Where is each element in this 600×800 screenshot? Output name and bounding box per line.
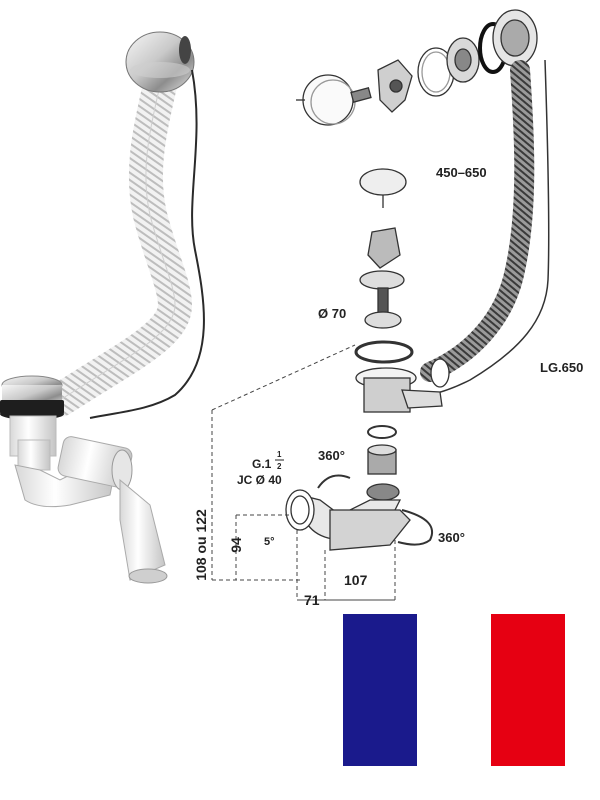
top-clip (317, 474, 351, 489)
product-photo (0, 31, 205, 584)
strainer-body (355, 358, 450, 413)
thread-den: 2 (277, 462, 282, 471)
cable (401, 59, 550, 398)
plug-plate (359, 270, 405, 290)
rotation-top-label: 360° (318, 448, 345, 463)
width-107-label: 107 (344, 572, 368, 588)
corrugated-hose (420, 60, 535, 382)
height-94-label: 94 (228, 537, 244, 553)
outlet-pipe (119, 478, 166, 581)
overflow-bracket (377, 59, 413, 113)
rotation-bottom-label: 360° (438, 530, 465, 545)
trap-elbow (285, 483, 411, 551)
width-71-label: 71 (304, 592, 320, 608)
flag-white-stripe (417, 614, 491, 766)
overflow-flange (446, 37, 480, 83)
screw-part (350, 87, 372, 103)
waste-flange (354, 340, 414, 364)
height-range-label: 108 ou 122 (193, 509, 209, 581)
thread-label: G.1 (252, 457, 272, 471)
flag-blue-stripe (343, 614, 417, 766)
thread-num: 1 (277, 450, 282, 459)
french-flag (343, 614, 565, 766)
exploded-view (285, 9, 550, 551)
dimension-lines (211, 344, 396, 601)
length-range-label: 450–650 (436, 165, 487, 180)
diameter-70-label: Ø 70 (318, 306, 346, 321)
plug-clip (367, 227, 401, 269)
overflow-body (492, 9, 538, 67)
cable-length-label: LG.650 (540, 360, 583, 375)
overflow-cover (296, 74, 356, 126)
plug-cap (359, 168, 407, 208)
jc-diameter-label: JC Ø 40 (237, 473, 282, 487)
bottom-clip (397, 509, 433, 546)
gasket (367, 425, 397, 439)
bowden-cable (89, 69, 205, 419)
flag-red-stripe (491, 614, 565, 766)
tilt-angle-label: 5° (264, 536, 275, 548)
